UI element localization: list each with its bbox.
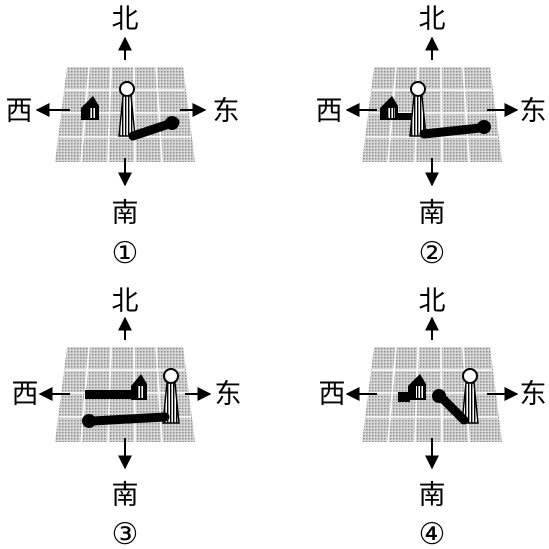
- north-label-1: 北: [112, 4, 139, 35]
- south-label-4: 南: [419, 480, 446, 511]
- south-label-2: 南: [419, 198, 446, 229]
- house: [131, 374, 147, 400]
- tree-shadow-crown: [432, 389, 446, 403]
- east-label-1: 东: [213, 96, 240, 127]
- east-label-4: 东: [520, 379, 547, 410]
- house: [408, 374, 426, 400]
- panel-1: [35, 36, 207, 187]
- tree: [461, 368, 479, 424]
- south-label-3: 南: [112, 480, 139, 511]
- east-label-3: 东: [215, 379, 242, 410]
- house-shadow: [398, 392, 410, 402]
- panel-2: [345, 36, 519, 187]
- panel-label-2: ②: [419, 236, 446, 271]
- tree: [118, 81, 136, 137]
- east-label-2: 东: [520, 96, 547, 127]
- north-label-2: 北: [419, 4, 446, 35]
- tree-shadow: [88, 412, 170, 426]
- south-label-1: 南: [112, 198, 139, 229]
- tree-shadow: [419, 123, 485, 139]
- west-label-2: 西: [316, 96, 343, 127]
- west-label-3: 西: [12, 379, 39, 410]
- west-label-1: 西: [6, 96, 33, 127]
- west-label-4: 西: [319, 379, 346, 410]
- panel-3: [38, 316, 212, 470]
- house-shadow: [398, 113, 412, 120]
- north-label-3: 北: [112, 286, 139, 317]
- north-label-4: 北: [419, 286, 446, 317]
- panel-4: [345, 316, 519, 470]
- panel-label-1: ①: [112, 236, 139, 271]
- panel-label-3: ③: [112, 517, 139, 549]
- house-shadow: [85, 390, 133, 399]
- ground-plane: [362, 347, 502, 442]
- house: [81, 96, 99, 120]
- house: [380, 96, 412, 120]
- tree-shadow: [437, 393, 469, 425]
- tree: [409, 81, 427, 137]
- tree-shadow-crown: [165, 116, 179, 130]
- tree-shadow-crown: [477, 120, 491, 134]
- panel-label-4: ④: [419, 517, 446, 549]
- tree-shadow-crown: [82, 414, 96, 428]
